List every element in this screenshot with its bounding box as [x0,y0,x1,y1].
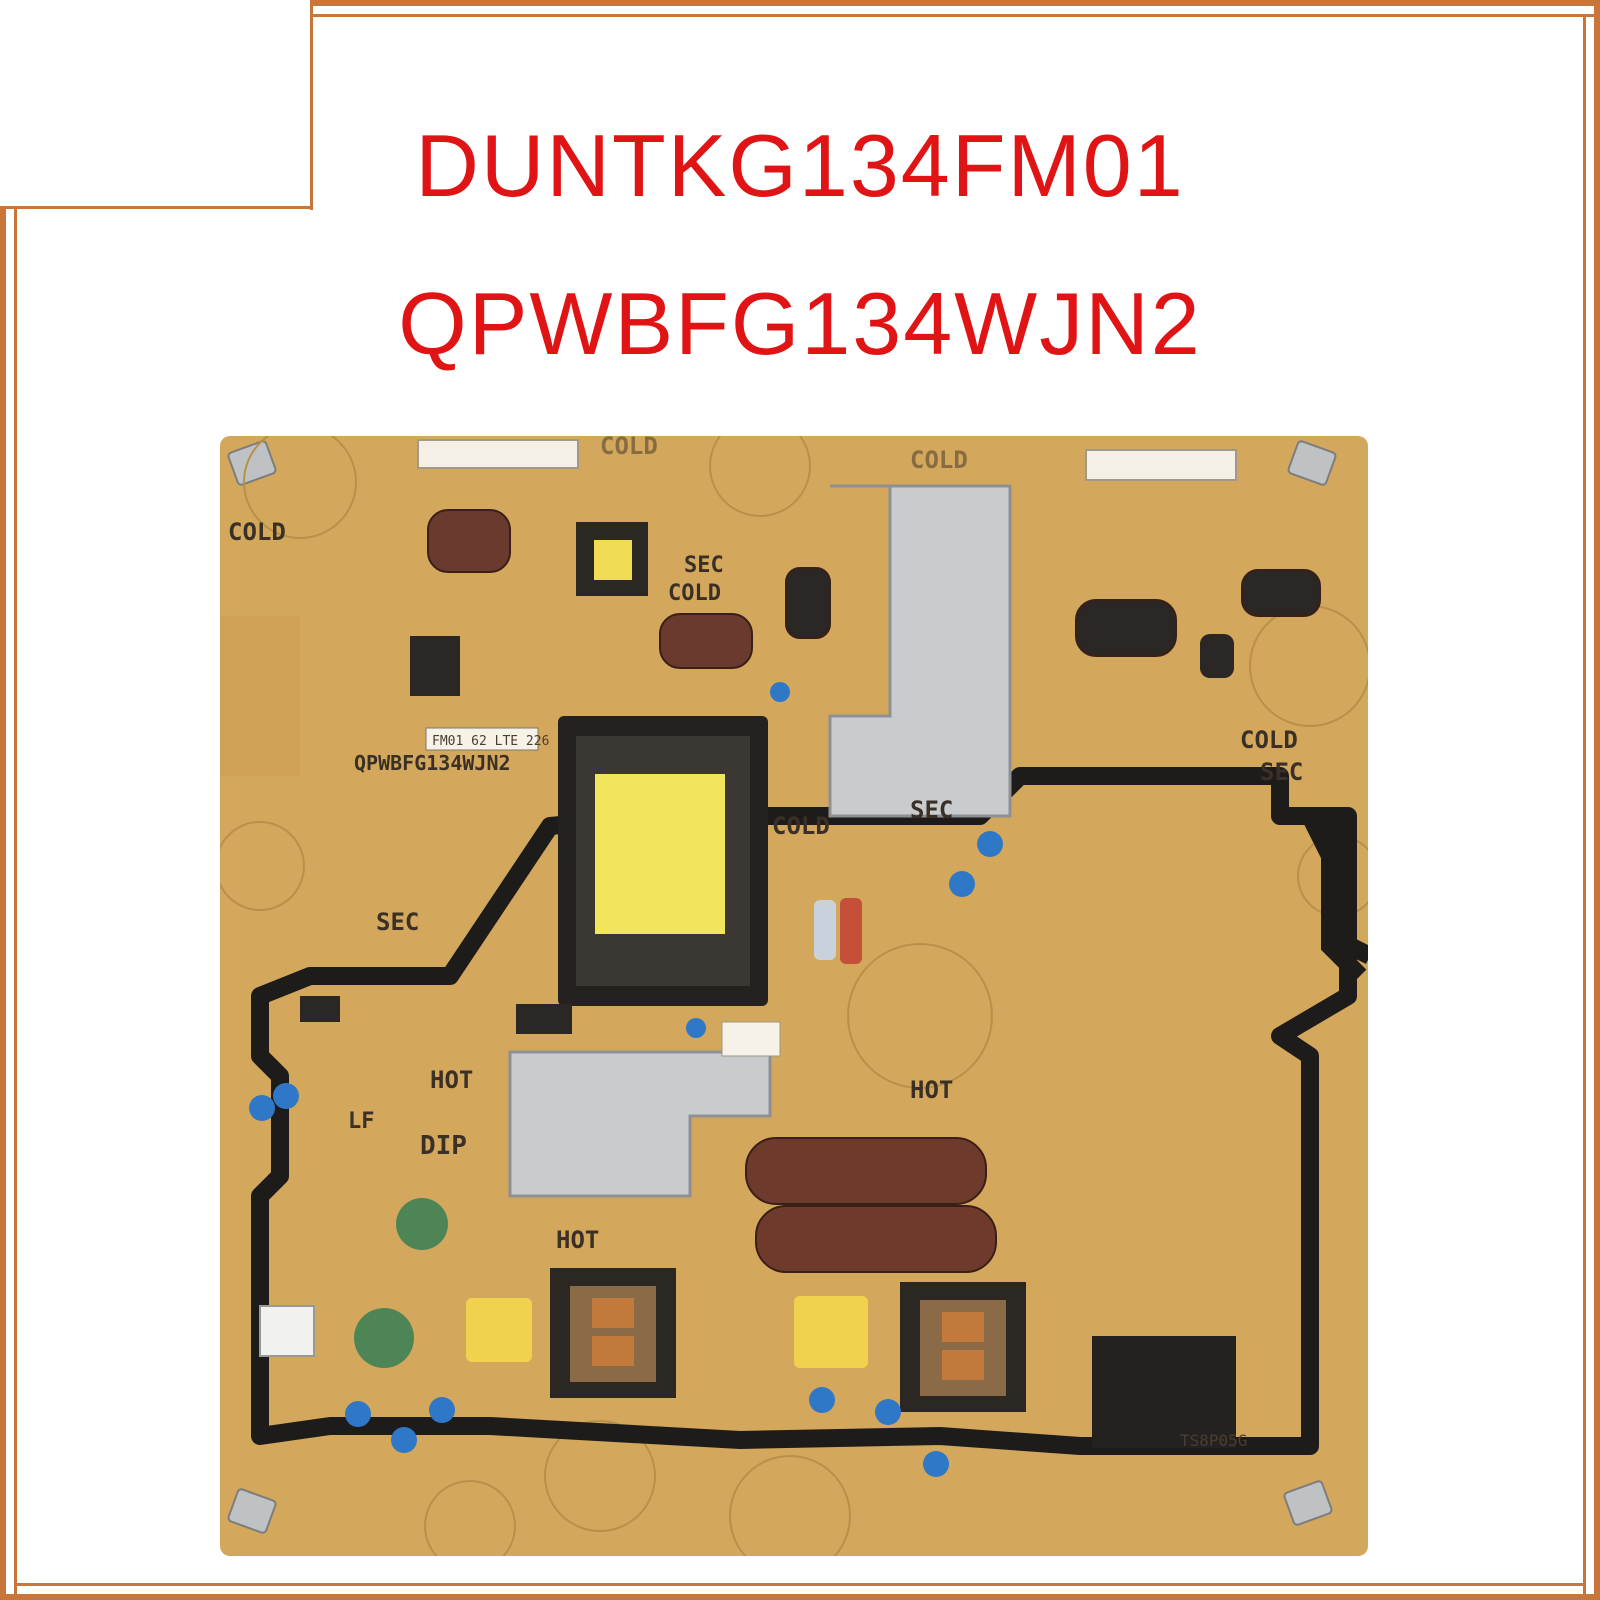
varistor [354,1308,414,1368]
label-dip: DIP [420,1131,467,1161]
connector-top-right [1085,449,1237,481]
sticker [425,727,539,751]
bridge-marking: TS8P05G [1180,1431,1247,1450]
frame-bottom-line [0,1594,1600,1600]
zone-labels: COLD COLD COLD SEC COLD COLD SEC COLD SE… [228,436,1303,1254]
frame-bottom-line-inner [14,1583,1586,1586]
heatsink-secondary [828,484,1012,818]
x-capacitor-2 [794,1296,868,1368]
optocoupler [300,996,340,1022]
sticker-text: FM01 62 LTE 226 [432,734,549,749]
label-sec-1: SEC [684,553,724,578]
line-filter-1 [550,1268,676,1398]
y-capacitors [249,682,1003,1477]
bulk-capacitors [745,1137,997,1273]
label-cold-4: COLD [668,581,721,606]
mounting-holes [227,440,1337,1534]
part-number-silk: QPWBFG134WJN2 [354,751,511,775]
model-number-line-1: DUNTKG134FM01 [415,116,1185,215]
frame-horizontal-divider [0,206,313,209]
power-board-photo: COLD COLD COLD SEC COLD COLD SEC COLD SE… [220,436,1368,1556]
label-cold-1: COLD [228,518,286,546]
pcb-shade [220,616,300,776]
pcb-substrate [220,436,1368,1556]
frame-right-line-inner [1583,17,1586,1600]
transformer-tape [595,774,725,934]
label-hot-2: HOT [910,1076,953,1104]
lf-mark: LF [348,1109,375,1134]
electrolytic-capacitors [427,509,1321,669]
connector-ac-input [259,1305,315,1357]
model-number-line-2: QPWBFG134WJN2 [398,274,1202,373]
resistor-red [840,898,862,964]
frame-left-line [0,206,6,1600]
thermistor [396,1198,448,1250]
label-sec-2: SEC [1260,758,1303,786]
inductor-small [516,1004,572,1034]
frame-right-line [1594,0,1600,1600]
regulator-transistor [410,636,460,696]
bridge-rectifier [1092,1336,1236,1448]
x-capacitor-1 [466,1298,532,1362]
frame-vertical-divider [310,0,313,210]
connector-top-left [417,439,579,469]
label-cold-5: COLD [1240,726,1298,754]
frame-top-line [310,0,1600,6]
frame-top-line-inner [310,14,1600,17]
pcb-illustration: COLD COLD COLD SEC COLD COLD SEC COLD SE… [220,436,1368,1556]
choke [1200,634,1234,678]
cement-resistor [721,1021,781,1057]
resistor-blue [814,900,836,960]
frame-left-line-inner [14,206,17,1600]
label-cold-3: COLD [910,446,968,474]
label-hot-3: HOT [556,1226,599,1254]
label-cold-2: COLD [600,436,658,460]
line-filter-2 [900,1282,1026,1412]
label-sec-3: SEC [910,796,953,824]
label-sec-4: SEC [376,908,419,936]
trace-segment [1290,807,1367,983]
label-cold-6: COLD [772,812,830,840]
label-hot-1: HOT [430,1066,473,1094]
